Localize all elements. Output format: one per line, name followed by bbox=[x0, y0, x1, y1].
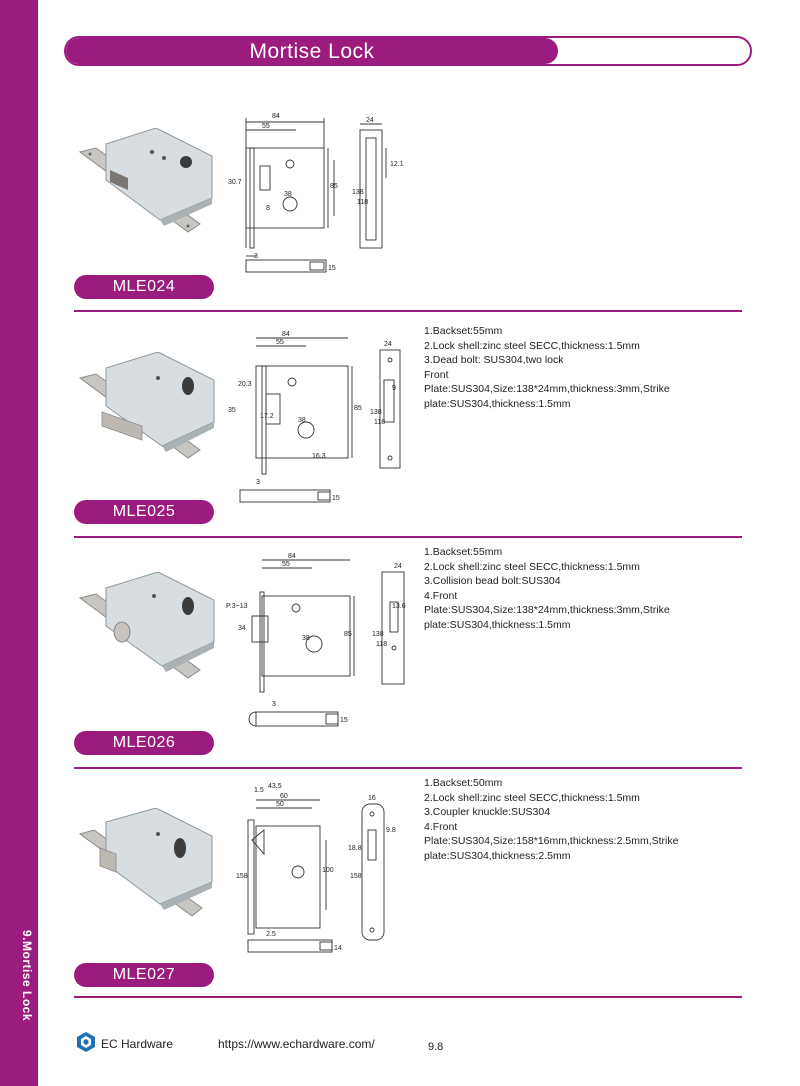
dim-label: 14 bbox=[334, 945, 342, 952]
spec-line: 2.Lock shell:zinc steel SECC,thickness:1… bbox=[424, 339, 640, 352]
spec-line: 2.Lock shell:zinc steel SECC,thickness:1… bbox=[424, 791, 640, 804]
section-divider bbox=[74, 310, 742, 312]
technical-drawing-mle025: 84 55 24 9 138 118 85 38 20.3 17.2 3 15 … bbox=[228, 331, 401, 503]
section-divider bbox=[74, 536, 742, 538]
product-photo-mle026 bbox=[78, 572, 215, 679]
page-title: Mortise Lock bbox=[249, 40, 375, 63]
product-photo-mle025 bbox=[78, 352, 215, 459]
title-bar: Mortise Lock bbox=[64, 36, 752, 66]
dim-label: 17.2 bbox=[260, 413, 274, 420]
dim-label: 24 bbox=[384, 341, 392, 348]
spec-line: Plate:SUS304,Size:138*24mm,thickness:3mm… bbox=[424, 383, 670, 410]
specs-mle027: 1.Backset:50mm 2.Lock shell:zinc steel S… bbox=[424, 776, 724, 864]
side-accent-bar: 9.Mortise Lock bbox=[0, 0, 38, 1086]
model-badge-mle025: MLE025 bbox=[74, 500, 214, 524]
dim-label: 100 bbox=[322, 867, 334, 874]
dim-label: 13.6 bbox=[392, 603, 406, 610]
dim-label: 138 bbox=[372, 631, 384, 638]
model-badge-mle026: MLE026 bbox=[74, 731, 214, 755]
spec-line: 4.Front bbox=[424, 820, 458, 833]
dim-label: 3 bbox=[256, 479, 260, 486]
dim-label: 18.8 bbox=[348, 845, 362, 852]
title-fill bbox=[66, 38, 558, 64]
dim-label: 9.8 bbox=[386, 827, 396, 834]
dim-label: 16 bbox=[368, 795, 376, 802]
section-divider bbox=[74, 767, 742, 769]
spec-line: 1.Backset:55mm bbox=[424, 546, 503, 558]
dim-label: 35 bbox=[228, 407, 236, 414]
dim-label: 118 bbox=[376, 641, 387, 648]
dim-label: 85 bbox=[330, 183, 338, 190]
dim-label: 55 bbox=[276, 339, 284, 346]
dim-label: 3 bbox=[254, 253, 258, 260]
technical-drawing-mle026: 84 55 24 13.6 138 118 85 38 P.3~13 34 3 … bbox=[226, 553, 406, 727]
section-divider bbox=[74, 996, 742, 998]
product-photo-mle027 bbox=[78, 808, 213, 917]
footer-brand: EC Hardware bbox=[101, 1037, 174, 1051]
dim-label: 138 bbox=[352, 189, 364, 196]
spec-line: 2.Lock shell:zinc steel SECC,thickness:1… bbox=[424, 560, 640, 573]
dim-label: 38 bbox=[298, 417, 306, 424]
dim-label: 24 bbox=[394, 563, 402, 570]
model-badge-mle024: MLE024 bbox=[74, 275, 214, 299]
dim-label: 50 bbox=[276, 801, 284, 808]
dim-label: 16.3 bbox=[312, 453, 326, 460]
dim-label: 158 bbox=[236, 873, 248, 880]
dim-label: 20.3 bbox=[238, 381, 252, 388]
model-badge-mle027: MLE027 bbox=[74, 963, 214, 987]
dim-label: 84 bbox=[282, 331, 290, 338]
dim-label: 84 bbox=[288, 553, 296, 560]
dim-label: 158 bbox=[350, 873, 362, 880]
dim-label: 30.7 bbox=[228, 179, 242, 186]
specs-mle026: 1.Backset:55mm 2.Lock shell:zinc steel S… bbox=[424, 545, 724, 633]
dim-label: 85 bbox=[344, 631, 352, 638]
side-section-label: 9.Mortise Lock bbox=[20, 930, 34, 1022]
dim-label: 3 bbox=[272, 701, 276, 708]
dim-label: 38 bbox=[302, 635, 310, 642]
spec-line: Plate:SUS304,Size:158*16mm,thickness:2.5… bbox=[424, 835, 679, 862]
dim-label: 138 bbox=[370, 409, 382, 416]
footer-url-link[interactable]: https://www.echardware.com/ bbox=[218, 1037, 375, 1051]
dim-label: 60 bbox=[280, 793, 288, 800]
dim-label: 34 bbox=[238, 625, 246, 632]
dim-label: 118 bbox=[357, 199, 368, 206]
dim-label: 43.5 bbox=[268, 783, 282, 790]
dim-label: 15 bbox=[332, 495, 340, 502]
technical-drawing-mle024: 84 55 24 12.1 138 118 85 38 30.7 8 3 15 bbox=[228, 113, 404, 273]
dim-label: 15 bbox=[328, 265, 336, 272]
spec-line: Front bbox=[424, 368, 449, 381]
spec-line: 3.Dead bolt: SUS304,two lock bbox=[424, 354, 564, 367]
spec-line: 3.Collision bead bolt:SUS304 bbox=[424, 575, 561, 588]
dim-label: 2.5 bbox=[266, 931, 276, 938]
dim-label: 8 bbox=[266, 205, 270, 212]
dim-label: 85 bbox=[354, 405, 362, 412]
spec-line: Plate:SUS304,Size:138*24mm,thickness:3mm… bbox=[424, 604, 670, 631]
brand-logo-icon bbox=[77, 1032, 95, 1052]
dim-label: 84 bbox=[272, 113, 280, 120]
page-number: 9.8 bbox=[428, 1041, 444, 1053]
technical-drawing-mle027: 60 50 16 9.8 158 158 100 18.8 2.5 14 1.5… bbox=[236, 783, 396, 953]
spec-line: 1.Backset:55mm bbox=[424, 325, 503, 337]
dim-label: 24 bbox=[366, 117, 374, 124]
spec-line: 3.Coupler knuckle:SUS304 bbox=[424, 806, 551, 819]
dim-label: 1.5 bbox=[254, 787, 264, 794]
dim-label: P.3~13 bbox=[226, 603, 248, 610]
dim-label: 9 bbox=[392, 385, 396, 392]
dim-label: 118 bbox=[374, 419, 385, 426]
product-photo-mle024 bbox=[78, 128, 213, 233]
dim-label: 15 bbox=[340, 717, 348, 724]
dim-label: 38 bbox=[284, 191, 292, 198]
dim-label: 55 bbox=[262, 123, 270, 130]
spec-line: 4.Front bbox=[424, 589, 458, 602]
dim-label: 55 bbox=[282, 561, 290, 568]
specs-mle025: 1.Backset:55mm 2.Lock shell:zinc steel S… bbox=[424, 324, 724, 412]
dim-label: 12.1 bbox=[390, 161, 404, 168]
spec-line: 1.Backset:50mm bbox=[424, 777, 503, 789]
